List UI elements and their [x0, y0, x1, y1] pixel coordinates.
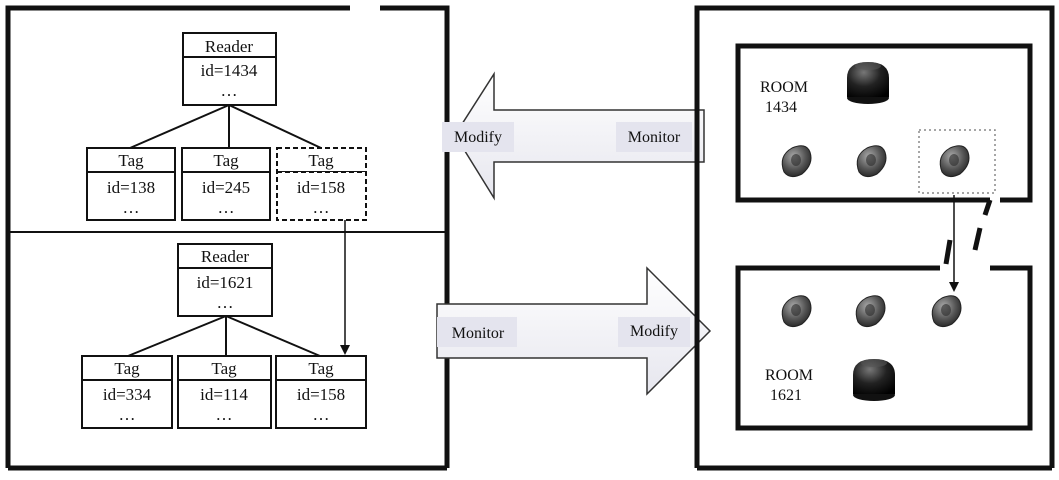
rfid-tag-icon: [855, 295, 886, 328]
tag-node-158-dashed: Tag id=158 …: [276, 147, 367, 221]
rfid-tag-icon: [931, 295, 962, 328]
room-label-line1: ROOM: [765, 367, 813, 384]
tag-node-334: Tag id=334 …: [81, 355, 173, 429]
arrow-label-right: Modify: [630, 323, 678, 340]
reader-id: id=1434: [201, 61, 258, 80]
reader-title: Reader: [201, 247, 249, 266]
arrow-label-left: Monitor: [452, 325, 505, 342]
tag-more: …: [216, 405, 233, 424]
tag-more: …: [218, 198, 235, 217]
arrow-label-right: Monitor: [628, 129, 681, 146]
tag-more: …: [123, 198, 140, 217]
tag-title: Tag: [213, 151, 239, 170]
tag-more: …: [119, 405, 136, 424]
tag-node-158: Tag id=158 …: [275, 355, 367, 429]
reader-more: …: [221, 81, 238, 100]
tag-id: id=158: [297, 385, 345, 404]
modify-monitor-arrow-left: Modify Monitor: [442, 71, 705, 201]
corridor-wall-right: [972, 227, 983, 251]
rfid-tag-icon: [781, 145, 812, 178]
tag-node-114: Tag id=114 …: [177, 355, 272, 429]
tag-node-138: Tag id=138 …: [86, 147, 176, 221]
corridor-wall-left: [943, 239, 953, 265]
tag-title: Tag: [308, 359, 334, 378]
monitor-modify-arrow-right: Monitor Modify: [436, 266, 712, 396]
tag-node-245: Tag id=245 …: [181, 147, 271, 221]
bottom-tree: Reader id=1621 … Tag id=334 … Tag id=114…: [81, 243, 367, 429]
tag-id: id=245: [202, 178, 250, 197]
room-1434: ROOM 1434: [735, 43, 1033, 216]
reader-node-1434: Reader id=1434 …: [182, 32, 277, 106]
reader-more: …: [217, 293, 234, 312]
rfid-reader-icon: [853, 359, 895, 401]
rfid-tag-icon: [856, 145, 887, 178]
tag-more: …: [313, 198, 330, 217]
reader-id: id=1621: [197, 273, 254, 292]
room-label-line1: ROOM: [760, 79, 808, 96]
right-panel: [694, 5, 1055, 471]
tag-title: Tag: [211, 359, 237, 378]
tag-title: Tag: [114, 359, 140, 378]
tag-id: id=114: [200, 385, 248, 404]
room-label-line2: 1621: [770, 387, 802, 404]
tag-more: …: [313, 405, 330, 424]
room-1621: ROOM 1621: [735, 265, 1033, 431]
tag-id: id=158: [297, 178, 345, 197]
room-label-line2: 1434: [765, 99, 797, 116]
reader-node-1621: Reader id=1621 …: [177, 243, 273, 317]
arrow-label-left: Modify: [454, 129, 502, 146]
top-tree: Reader id=1434 … Tag id=138 … Tag id=245…: [86, 32, 367, 221]
rfid-tag-icon: [939, 145, 970, 178]
tag-id: id=138: [107, 178, 155, 197]
tag-title: Tag: [308, 151, 334, 170]
reader-title: Reader: [205, 37, 253, 56]
tag-id: id=334: [103, 385, 152, 404]
tag-highlight-box: [918, 129, 996, 194]
rfid-tag-icon: [781, 295, 812, 328]
tag-title: Tag: [118, 151, 144, 170]
rfid-reader-icon: [847, 62, 889, 104]
